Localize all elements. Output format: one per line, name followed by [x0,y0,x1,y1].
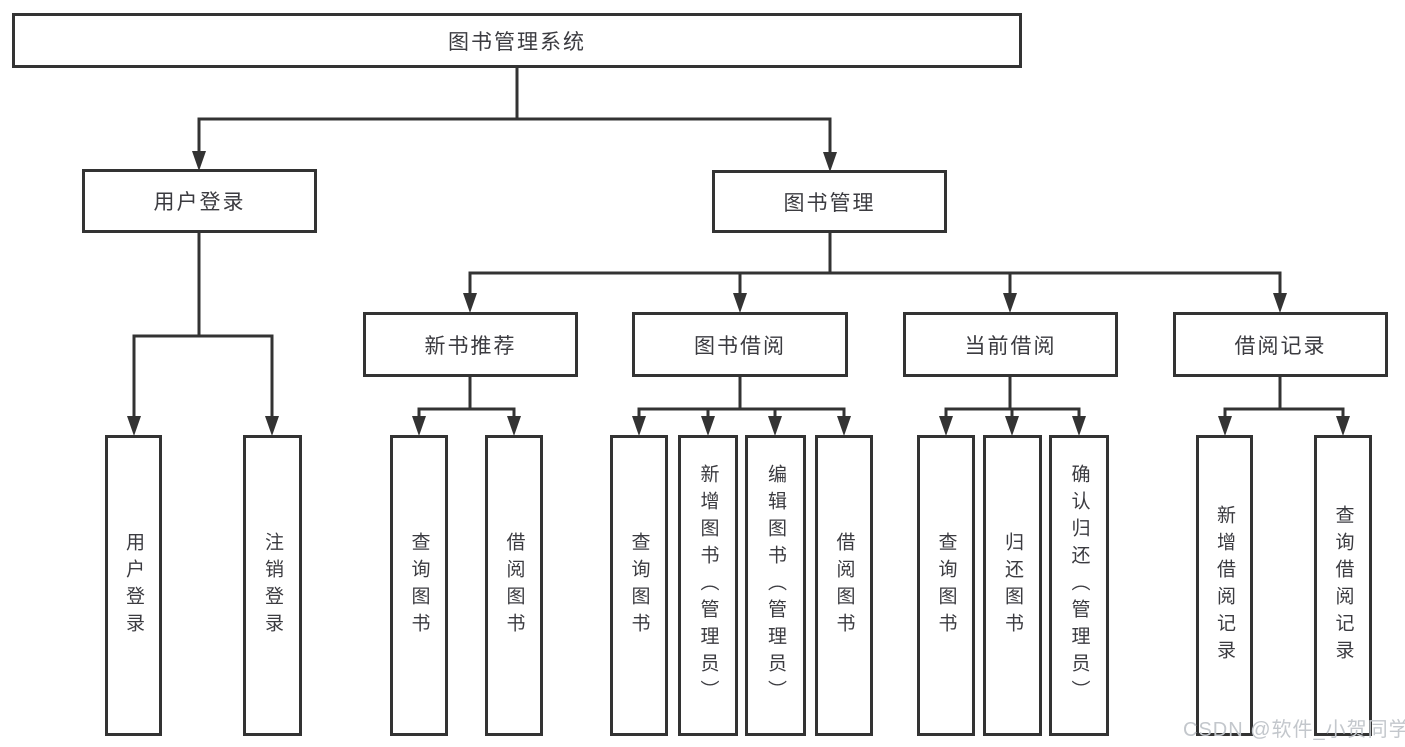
node-label: 图书管理系统 [448,30,586,54]
leaf-borrow-books-borrowing: 借阅图书 [815,435,873,736]
leaf-confirm-return-admin: 确认归还（管理员） [1049,435,1109,736]
connector-book-borrowing [637,375,846,419]
node-label: 当前借阅 [964,334,1057,358]
node-book-borrowing: 图书借阅 [632,312,848,377]
connector-borrow-records [1223,375,1345,419]
arrowheads [127,151,1350,436]
node-user-login: 用户登录 [82,169,317,233]
leaf-return-books: 归还图书 [983,435,1042,736]
node-label: 用户登录 [153,191,246,214]
leaf-add-borrow-record: 新增借阅记录 [1196,435,1253,736]
leaf-user-login: 用户登录 [105,435,162,736]
node-label: 新书推荐 [424,334,517,358]
leaf-edit-books-admin: 编辑图书（管理员） [745,435,806,736]
connector-root [197,66,832,155]
leaf-add-books-admin: 新增图书（管理员） [678,435,738,736]
node-book-management: 图书管理 [712,170,947,233]
leaf-label: 用户登录 [123,531,144,640]
node-label: 图书管理 [783,191,876,215]
leaf-label: 查询图书 [408,531,430,640]
leaf-label: 确认归还（管理员） [1068,464,1090,707]
leaf-label: 借阅图书 [833,531,855,640]
leaf-label: 新增图书（管理员） [697,464,719,707]
leaf-label: 查询借阅记录 [1332,504,1354,667]
leaf-query-books-borrowing: 查询图书 [610,435,668,736]
leaf-label: 归还图书 [1002,531,1023,640]
node-library-management-system: 图书管理系统 [12,13,1022,68]
leaf-logout: 注销登录 [243,435,302,736]
connector-current-borrowing [944,375,1081,419]
leaf-label: 注销登录 [262,531,283,640]
leaf-label: 查询图书 [935,531,957,640]
node-current-borrowing: 当前借阅 [903,312,1118,377]
connector-user-login [132,231,274,419]
connector-stroke-group [127,66,1350,436]
connector-book-management [468,231,1282,296]
leaf-borrow-books-newbooks: 借阅图书 [485,435,543,736]
leaf-label: 借阅图书 [503,531,525,640]
leaf-query-books-newbooks: 查询图书 [390,435,448,736]
node-label: 借阅记录 [1234,334,1327,358]
connector-new-books [417,375,516,419]
leaf-label: 新增借阅记录 [1214,504,1235,667]
node-borrowing-records: 借阅记录 [1173,312,1388,377]
node-label: 图书借阅 [694,334,786,358]
leaf-label: 编辑图书（管理员） [765,464,786,707]
leaf-query-books-current: 查询图书 [917,435,975,736]
csdn-watermark: CSDN @软件_小贺同学 [1183,719,1405,741]
leaf-label: 查询图书 [628,531,650,640]
leaf-query-borrow-record: 查询借阅记录 [1314,435,1372,736]
node-new-book-recommendation: 新书推荐 [363,312,578,377]
